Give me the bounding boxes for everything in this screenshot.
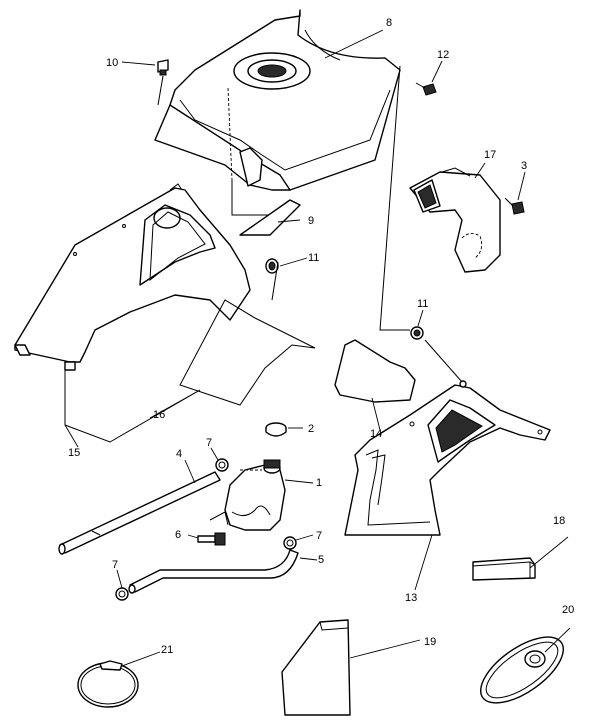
callout-19: 19	[424, 636, 436, 648]
part-3-bolt	[504, 197, 525, 215]
callout-7-lower: 7	[112, 559, 118, 571]
callout-nine: 9	[308, 215, 314, 227]
part-19-sheet	[281, 619, 351, 716]
callout-21: 21	[161, 644, 173, 656]
callout-3: 3	[521, 160, 527, 172]
part-21-clip-ring	[77, 660, 139, 708]
part-7-clamp-mid	[283, 536, 297, 550]
part-5-hose	[128, 549, 299, 594]
callout-5: 5	[318, 554, 324, 566]
part-7-clamp-upper	[215, 458, 229, 472]
callout-11-lower: 11	[417, 298, 428, 310]
callout-7-upper: 7	[206, 437, 212, 449]
callout-17: 17	[484, 149, 496, 161]
leader-lines	[64, 29, 571, 667]
assembly-guide-lines	[227, 65, 463, 471]
callout-12: 12	[437, 49, 449, 61]
callout-10: 10	[106, 57, 118, 69]
callout-6: 6	[175, 529, 181, 541]
part-16-left-side-cover	[14, 183, 316, 443]
part-12-bolt	[415, 82, 437, 96]
part-13-right-side-cover	[344, 380, 551, 536]
callout-7-mid: 7	[316, 530, 322, 542]
callout-labels: 8 10 12 17 3 9 10 9 11 11 14 2 1 16 15 4…	[68, 17, 574, 656]
part-1-reservoir-tank	[209, 459, 286, 531]
part-18-block	[472, 557, 536, 581]
part-11-grommet-upper	[265, 258, 279, 274]
callout-15: 15	[68, 447, 80, 459]
part-9-panel	[239, 199, 301, 236]
callout-11-upper: 11	[308, 252, 319, 264]
callout-18: 18	[553, 515, 565, 527]
callout-14: 14	[370, 428, 382, 440]
callout-1: 1	[316, 477, 322, 489]
part-8-tank-cover	[154, 9, 401, 191]
part-6-bolt	[197, 532, 226, 546]
part-20-oval-strap	[480, 636, 564, 704]
callout-8: 8	[386, 17, 392, 29]
part-11-grommet-lower	[410, 326, 424, 340]
callout-16: 16	[153, 409, 165, 421]
part-14-pad	[334, 339, 416, 403]
part-4-hose	[58, 471, 221, 555]
part-2-cap	[265, 422, 287, 437]
part-7-clamp-lower	[115, 587, 129, 601]
callout-4: 4	[176, 448, 182, 460]
part-10-bolt	[157, 59, 169, 106]
callout-20: 20	[562, 604, 574, 616]
part-17-air-duct	[409, 167, 501, 273]
callout-2: 2	[308, 423, 314, 435]
callout-13: 13	[405, 592, 417, 604]
